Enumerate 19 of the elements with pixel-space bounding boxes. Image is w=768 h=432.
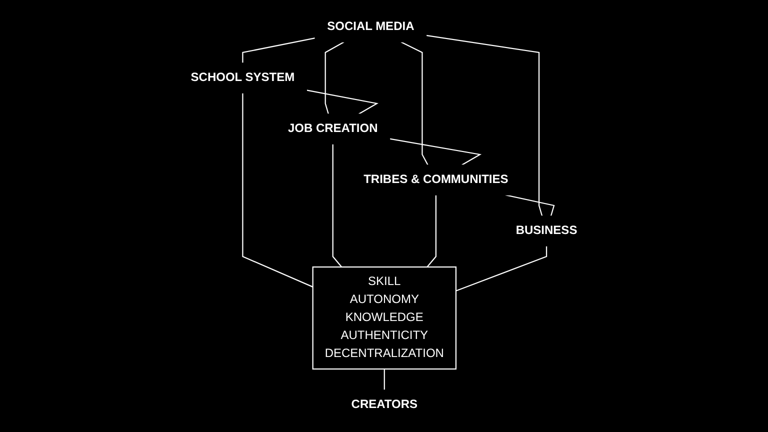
connector [306, 90, 378, 114]
node-box: SKILL AUTONOMY KNOWLEDGE AUTHENTICITY DECENTRALIZATION [312, 266, 457, 370]
node-text: TRIBES & COMMUNITIES [364, 173, 508, 186]
connector [456, 246, 548, 292]
node-text: SCHOOL SYSTEM [190, 71, 295, 84]
node-text: CREATORS [351, 398, 418, 411]
connector [242, 93, 314, 288]
connector [332, 144, 342, 268]
connector [400, 42, 428, 166]
node-text: SOCIAL MEDIA [327, 20, 414, 33]
connector [242, 38, 316, 63]
connector [324, 42, 344, 114]
connector [426, 34, 543, 216]
connector [384, 369, 385, 390]
connector [390, 138, 482, 166]
node-text: JOB CREATION [288, 122, 378, 135]
node-text: BUSINESS [516, 224, 578, 237]
connector [505, 194, 555, 216]
connector [426, 195, 436, 268]
